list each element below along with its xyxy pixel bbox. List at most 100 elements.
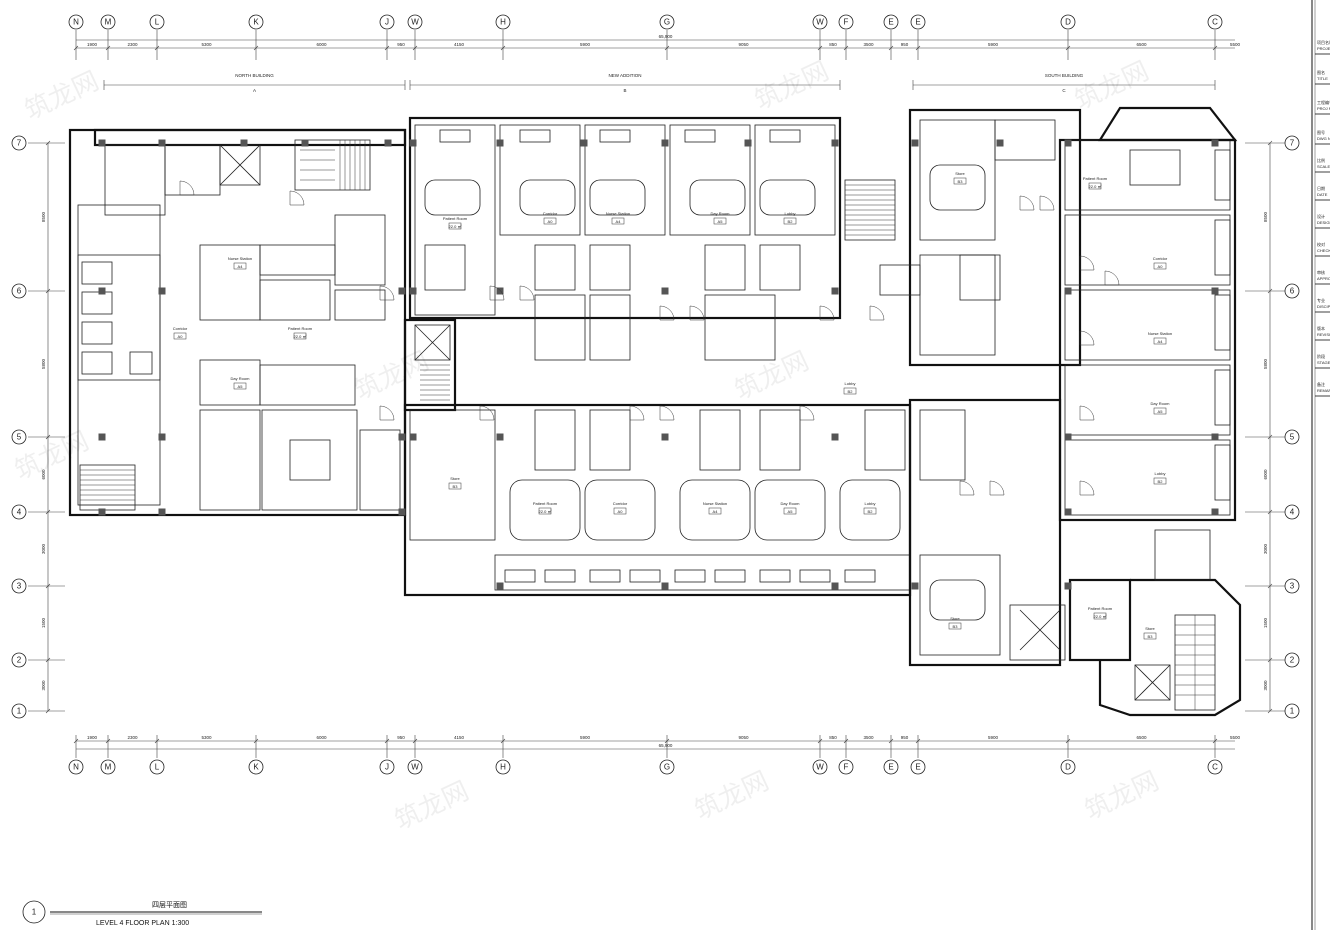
grid-bubble-bottom xyxy=(812,759,828,775)
dimension-text: 6000 xyxy=(41,469,46,480)
zone-name: NORTH BUILDING xyxy=(235,73,274,78)
title-block-label-en: TITLE xyxy=(1317,76,1328,81)
room-area: A5 xyxy=(788,509,794,514)
dimension-text: 2300 xyxy=(127,735,138,740)
grid-label-top: J xyxy=(385,18,389,27)
grid-bubble-top xyxy=(68,14,84,30)
watermark-text: 筑龙网 xyxy=(1080,765,1163,825)
grid-bubble-bottom xyxy=(379,759,395,775)
room-area: B3 xyxy=(453,484,459,489)
dimension-text: 5800 xyxy=(1263,358,1268,369)
grid-label-left: 4 xyxy=(17,508,22,517)
grid-label-bottom: K xyxy=(253,763,259,772)
grid-label-top: E xyxy=(888,18,893,27)
room-area: B3 xyxy=(958,179,964,184)
room-area: B2 xyxy=(848,389,854,394)
room-label: Patient Room xyxy=(533,501,558,506)
grid-label-bottom: H xyxy=(500,763,506,772)
room-label: Nurse Station xyxy=(703,501,727,506)
grid-bubble-left xyxy=(11,504,27,520)
grid-label-right: 4 xyxy=(1290,508,1295,517)
title-block-label: 项目名称 xyxy=(1317,39,1330,45)
room-area: 22.0 ㎡ xyxy=(539,508,552,514)
grid-label-bottom: E xyxy=(888,763,893,772)
room-label: Corridor xyxy=(173,326,188,331)
dimension-text: 5300 xyxy=(201,42,212,47)
dimension-text: 5800 xyxy=(41,358,46,369)
dimension-text: 1900 xyxy=(87,42,98,47)
grid-bubble-bottom xyxy=(1060,759,1076,775)
room-area: A5 xyxy=(238,384,244,389)
grid-bubble-left xyxy=(11,429,27,445)
title-block-label-en: SCALE xyxy=(1317,164,1330,169)
watermark-text: 筑龙网 xyxy=(1070,55,1153,115)
title-block-label-en: APPROVED xyxy=(1317,276,1330,281)
grid-bubble-bottom xyxy=(1207,759,1223,775)
title-block-label: 专业 xyxy=(1317,297,1325,303)
building-outline xyxy=(68,106,1242,717)
title-block-label: 校对 xyxy=(1317,241,1325,247)
room-label: Nurse Station xyxy=(1148,331,1172,336)
room-area: A4 xyxy=(1158,339,1164,344)
room-label: Nurse Station xyxy=(228,256,252,261)
grid-bubble-top xyxy=(659,14,675,30)
zone-name: SOUTH BUILDING xyxy=(1045,73,1084,78)
grid-bubble-top xyxy=(100,14,116,30)
room-label: Store xyxy=(950,616,960,621)
room-label: Corridor xyxy=(613,501,628,506)
grid-label-top: K xyxy=(253,18,259,27)
zone-code: B xyxy=(623,88,626,93)
grid-label-bottom: W xyxy=(411,763,419,772)
grid-label-bottom: L xyxy=(155,763,160,772)
dimension-text: 6000 xyxy=(1263,469,1268,480)
grid-bubble-right xyxy=(1284,283,1300,299)
room-label: Patient Room xyxy=(1088,606,1113,611)
grid-bubble-bottom xyxy=(883,759,899,775)
grid-label-top: D xyxy=(1065,18,1071,27)
grid-bubble-top xyxy=(1207,14,1223,30)
grid-bubble-top xyxy=(149,14,165,30)
title-block-label-en: DESIGN xyxy=(1317,220,1330,225)
title-block-label-en: REMARK xyxy=(1317,388,1330,393)
dimension-text: 6500 xyxy=(1136,735,1147,740)
grid-bubble-top xyxy=(883,14,899,30)
grid-label-left: 3 xyxy=(17,582,22,591)
grid-label-bottom: G xyxy=(664,763,670,772)
grid-label-top: W xyxy=(816,18,824,27)
dimension-text: 8500 xyxy=(1263,211,1268,222)
grid-bubble-top xyxy=(495,14,511,30)
title-block-label: 审核 xyxy=(1317,269,1325,275)
grid-bubble-right xyxy=(1284,578,1300,594)
grid-label-left: 6 xyxy=(17,287,22,296)
room-area: A5 xyxy=(718,219,724,224)
grid-label-right: 3 xyxy=(1290,582,1295,591)
zone-code: A xyxy=(253,88,256,93)
title-block-label-en: DATE xyxy=(1317,192,1328,197)
room-label: Day Room xyxy=(781,501,801,506)
room-label: Day Room xyxy=(1151,401,1171,406)
grid-bubble-right xyxy=(1284,429,1300,445)
dimension-text: 2300 xyxy=(127,42,138,47)
grid-bubble-top xyxy=(812,14,828,30)
title-block-label: 图名 xyxy=(1317,69,1325,75)
grid-bubble-bottom xyxy=(407,759,423,775)
dimension-text: 1500 xyxy=(41,617,46,628)
room-label: Lobby xyxy=(1155,471,1166,476)
grid-label-top: L xyxy=(155,18,160,27)
title-block-label-en: CHECK xyxy=(1317,248,1330,253)
grid-label-top: G xyxy=(664,18,670,27)
grid-label-bottom: E xyxy=(915,763,920,772)
dimension-text: 3500 xyxy=(863,42,874,47)
plan-title-number: 1 xyxy=(32,908,37,917)
grid-label-top: F xyxy=(844,18,849,27)
title-block-label: 比例 xyxy=(1317,157,1325,163)
room-area: A5 xyxy=(1158,409,1164,414)
door-swings xyxy=(179,180,1120,496)
room-area: A4 xyxy=(713,509,719,514)
plan-title-bubble xyxy=(22,900,46,924)
grid-bubble-top xyxy=(838,14,854,30)
room-label: Patient Room xyxy=(1083,176,1108,181)
room-label: Store xyxy=(1145,626,1155,631)
room-area: B3 xyxy=(953,624,959,629)
